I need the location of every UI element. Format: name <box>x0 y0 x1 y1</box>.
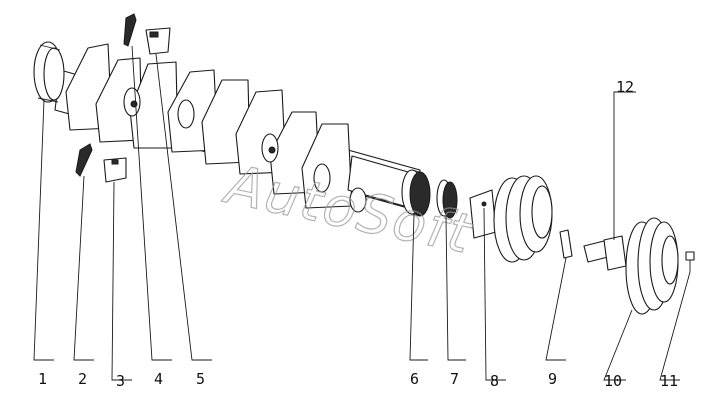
callout-1: 1 <box>38 370 47 388</box>
pulley-bolt <box>583 235 627 271</box>
callout-3: 3 <box>116 372 125 390</box>
callout-8: 8 <box>490 372 499 390</box>
woodruff-key <box>559 229 573 259</box>
callout-10: 10 <box>604 372 622 390</box>
callout-7: 7 <box>450 370 459 388</box>
front-pulley <box>469 175 553 263</box>
callout-4: 4 <box>154 370 163 388</box>
oil-pump-gear <box>436 179 458 219</box>
callout-12: 12 <box>616 78 634 96</box>
callout-6: 6 <box>410 370 419 388</box>
leader-lines <box>33 45 691 381</box>
callout-2: 2 <box>78 370 87 388</box>
callout-9: 9 <box>548 370 557 388</box>
timing-gear <box>401 169 431 217</box>
main-bearing-lower <box>103 157 127 183</box>
callout-labels: 1 2 3 4 5 6 7 8 9 10 11 12 <box>38 78 678 390</box>
callout-5: 5 <box>196 370 205 388</box>
callout-11: 11 <box>660 372 678 390</box>
crank-pulley <box>625 217 679 315</box>
crankshaft <box>33 41 421 213</box>
thrust-washer-upper <box>123 13 137 47</box>
thrust-washer-lower <box>75 143 93 177</box>
retaining-screw <box>685 251 695 272</box>
